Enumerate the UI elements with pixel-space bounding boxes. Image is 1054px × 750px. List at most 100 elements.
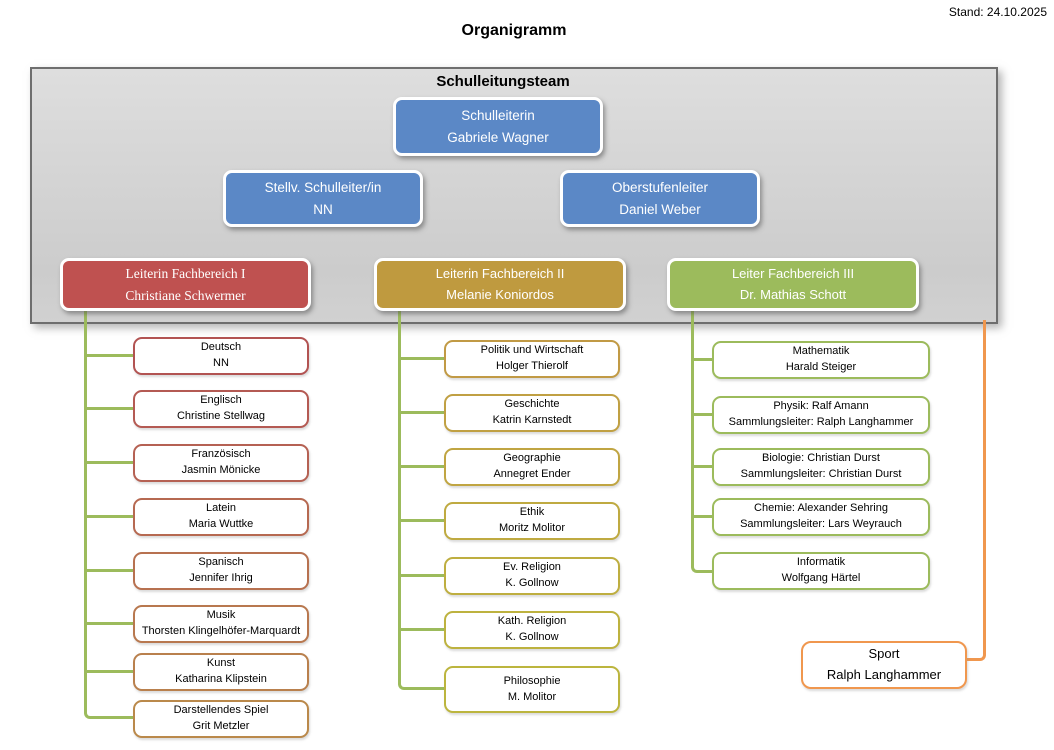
subject-box-kunst: Kunst Katharina Klipstein <box>133 653 309 691</box>
connector-sport <box>967 320 986 661</box>
subject-person: Moritz Molitor <box>498 522 565 534</box>
subject-box-englisch: Englisch Christine Stellwag <box>133 390 309 428</box>
role-label: Stellv. Schulleiter/in <box>264 179 382 195</box>
subject-person: Jasmin Mönicke <box>181 464 261 476</box>
subject-label: Sport <box>868 646 900 662</box>
subject-label: Musik <box>206 609 236 622</box>
box-fachbereich-1: Leiterin Fachbereich I Christiane Schwer… <box>60 258 311 311</box>
connector-branch <box>84 622 133 625</box>
subject-box-philosophie: Philosophie M. Molitor <box>444 666 620 713</box>
subject-box-geschichte: Geschichte Katrin Karnstedt <box>444 394 620 432</box>
box-oberstufenleiter: Oberstufenleiter Daniel Weber <box>560 170 760 227</box>
subject-person: Wolfgang Härtel <box>781 572 861 584</box>
subject-box-chemie: Chemie: Alexander Sehring Sammlungsleite… <box>712 498 930 536</box>
box-fachbereich-3: Leiter Fachbereich III Dr. Mathias Schot… <box>667 258 919 311</box>
subject-person: Sammlungsleiter: Christian Durst <box>740 468 902 480</box>
person-name: Melanie Koniordos <box>446 286 554 302</box>
subject-label: Chemie: Alexander Sehring <box>754 502 888 515</box>
leadership-container-title: Schulleitungsteam <box>436 73 570 90</box>
role-label: Oberstufenleiter <box>611 179 709 195</box>
connector-branch <box>398 628 444 631</box>
subject-person: NN <box>213 357 229 369</box>
person-name: Daniel Weber <box>619 201 701 217</box>
person-name: NN <box>313 201 333 217</box>
subject-box-ethik: Ethik Moritz Molitor <box>444 502 620 540</box>
subject-person: M. Molitor <box>507 690 557 703</box>
role-label: Leiter Fachbereich III <box>731 265 855 281</box>
box-schulleiterin: Schulleiterin Gabriele Wagner <box>393 97 603 156</box>
subject-box-franzoesisch: Französisch Jasmin Mönicke <box>133 444 309 482</box>
subject-person: Annegret Ender <box>493 468 571 480</box>
subject-label: Geographie <box>503 452 561 465</box>
connector-branch <box>84 407 133 410</box>
connector-branch <box>398 411 444 414</box>
subject-box-geographie: Geographie Annegret Ender <box>444 448 620 486</box>
subject-box-musik: Musik Thorsten Klingelhöfer-Marquardt <box>133 605 309 643</box>
subject-person: Sammlungsleiter: Lars Weyrauch <box>740 518 902 530</box>
subject-person: K. Gollnow <box>505 631 559 643</box>
subject-person: Ralph Langhammer <box>826 667 942 682</box>
subject-label: Geschichte <box>504 398 560 411</box>
connector-branch <box>398 574 444 577</box>
subject-box-ev-religion: Ev. Religion K. Gollnow <box>444 557 620 595</box>
subject-person: Holger Thierolf <box>496 360 568 372</box>
subject-box-spanisch: Spanisch Jennifer Ihrig <box>133 552 309 590</box>
connector-branch <box>84 461 133 464</box>
subject-person: Thorsten Klingelhöfer-Marquardt <box>141 625 301 637</box>
subject-person: Jennifer Ihrig <box>189 572 253 584</box>
connector-trunk-fb2 <box>398 311 444 690</box>
connector-branch <box>691 358 712 361</box>
box-stellv-schulleiter: Stellv. Schulleiter/in NN <box>223 170 423 227</box>
subject-box-darstellendes-spiel: Darstellendes Spiel Grit Metzler <box>133 700 309 738</box>
subject-person: Sammlungsleiter: Ralph Langhammer <box>728 416 914 428</box>
connector-branch <box>398 519 444 522</box>
subject-label: Französisch <box>191 448 251 461</box>
subject-box-politik-wirtschaft: Politik und Wirtschaft Holger Thierolf <box>444 340 620 378</box>
subject-label: Ethik <box>519 506 545 519</box>
subject-person: Katrin Karnstedt <box>492 414 572 426</box>
subject-person: Harald Steiger <box>785 361 857 373</box>
subject-person: Grit Metzler <box>192 720 250 732</box>
subject-box-biologie: Biologie: Christian Durst Sammlungsleite… <box>712 448 930 486</box>
subject-person: Maria Wuttke <box>188 518 254 530</box>
connector-branch <box>398 465 444 468</box>
connector-branch <box>691 515 712 518</box>
connector-branch <box>84 354 133 357</box>
role-label: Leiterin Fachbereich II <box>435 265 565 281</box>
subject-person: K. Gollnow <box>505 577 559 589</box>
subject-label: Politik und Wirtschaft <box>480 344 584 357</box>
connector-branch <box>84 670 133 673</box>
status-date: Stand: 24.10.2025 <box>948 5 1047 19</box>
subject-box-deutsch: Deutsch NN <box>133 337 309 375</box>
subject-person: Katharina Klipstein <box>175 673 267 685</box>
connector-branch <box>84 515 133 518</box>
connector-branch <box>691 413 712 416</box>
person-name: Gabriele Wagner <box>447 129 549 145</box>
subject-box-mathematik: Mathematik Harald Steiger <box>712 341 930 379</box>
box-fachbereich-2: Leiterin Fachbereich II Melanie Koniordo… <box>374 258 626 311</box>
subject-label: Kunst <box>206 657 236 670</box>
connector-branch <box>691 465 712 468</box>
subject-label: Physik: Ralf Amann <box>773 400 869 413</box>
subject-person: Christine Stellwag <box>176 410 266 422</box>
subject-box-latein: Latein Maria Wuttke <box>133 498 309 536</box>
connector-branch <box>398 357 444 360</box>
person-name: Christiane Schwermer <box>125 287 246 303</box>
subject-label: Biologie: Christian Durst <box>762 452 880 465</box>
subject-label: Philosophie <box>503 674 561 687</box>
subject-label: Kath. Religion <box>497 615 567 628</box>
subject-box-kath-religion: Kath. Religion K. Gollnow <box>444 611 620 649</box>
connector-branch <box>84 569 133 572</box>
subject-box-physik: Physik: Ralf Amann Sammlungsleiter: Ralp… <box>712 396 930 434</box>
subject-box-informatik: Informatik Wolfgang Härtel <box>712 552 930 590</box>
subject-label: Informatik <box>796 556 846 569</box>
subject-label: Spanisch <box>198 556 244 569</box>
subject-label: Deutsch <box>200 341 242 354</box>
subject-label: Latein <box>206 502 236 515</box>
role-label: Leiterin Fachbereich I <box>125 265 246 281</box>
role-label: Schulleiterin <box>461 107 535 123</box>
subject-label: Mathematik <box>792 345 850 358</box>
subject-label: Darstellendes Spiel <box>173 704 269 717</box>
subject-label: Ev. Religion <box>503 561 561 574</box>
